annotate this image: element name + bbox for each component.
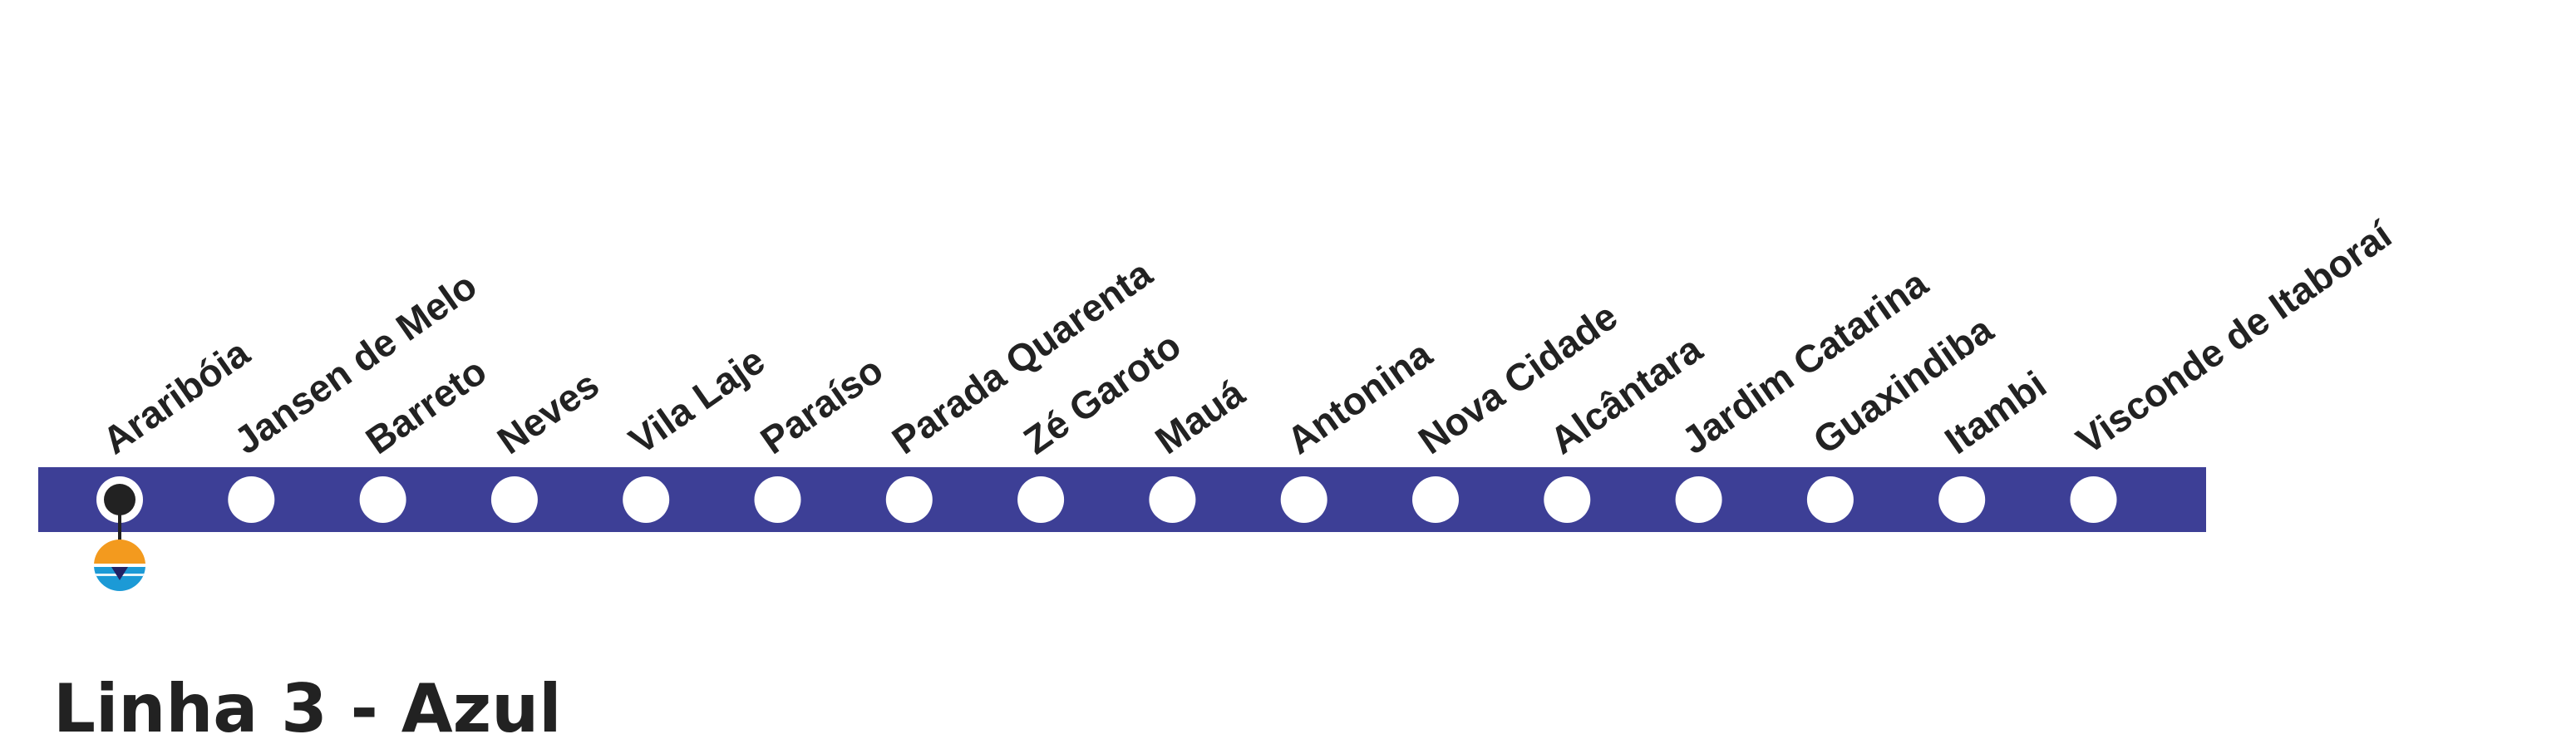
station-dot bbox=[1017, 476, 1065, 523]
station-dot bbox=[359, 476, 406, 523]
station-dot bbox=[1806, 476, 1854, 523]
station-label: Itambi bbox=[1937, 362, 2054, 462]
station-label: Antonina bbox=[1279, 332, 1440, 462]
station-label: Mauá bbox=[1147, 371, 1252, 462]
station-dot bbox=[885, 476, 933, 523]
station-label: Jardim Catarina bbox=[1674, 261, 1936, 462]
station-label: Neves bbox=[490, 362, 607, 462]
station-dot bbox=[2070, 476, 2117, 523]
station-dot bbox=[490, 476, 538, 523]
station-dot bbox=[1938, 476, 1986, 523]
station-label: Paraíso bbox=[752, 347, 890, 462]
ferry-icon bbox=[94, 540, 145, 591]
station-dot bbox=[228, 476, 275, 523]
station-label: Araribóia bbox=[95, 331, 258, 463]
station-dot bbox=[1280, 476, 1327, 523]
station-label: Jansen de Melo bbox=[226, 264, 484, 462]
station-dot bbox=[1412, 476, 1459, 523]
station-dot bbox=[1544, 476, 1591, 523]
station-label: Visconde de Itaboraí bbox=[2068, 212, 2400, 462]
station-label: Vila Laje bbox=[621, 338, 772, 462]
station-dot bbox=[1675, 476, 1722, 523]
line-title: Linha 3 - Azul bbox=[53, 670, 562, 747]
station-dot bbox=[1149, 476, 1196, 523]
station-dot bbox=[623, 476, 670, 523]
station-dot bbox=[754, 476, 801, 523]
